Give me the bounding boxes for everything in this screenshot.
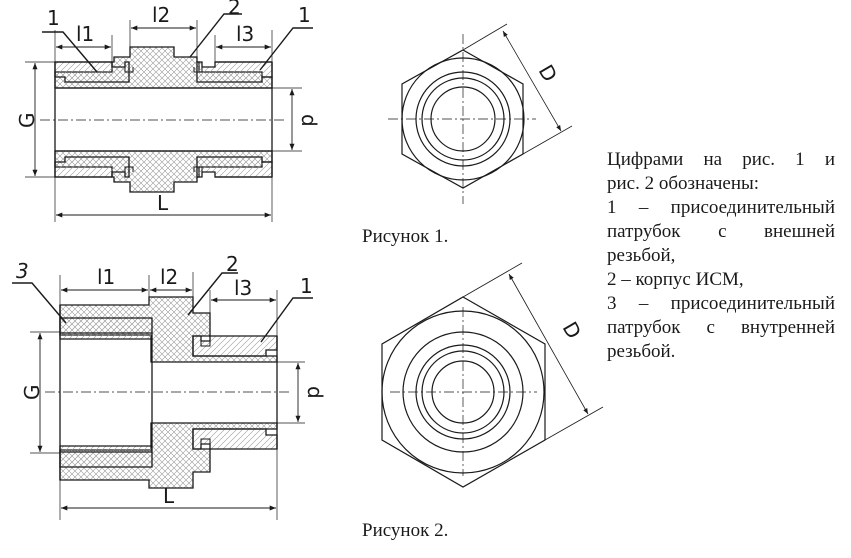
leader-1-right	[259, 27, 313, 71]
desc-line: 1 – присоединительный	[607, 197, 835, 218]
part3-top	[59, 317, 153, 340]
label2-G: G	[20, 385, 44, 401]
part1-left-bottom	[54, 156, 130, 178]
desc-line: рис. 2 обозначены:	[607, 173, 760, 194]
leader-1-left	[42, 31, 98, 73]
label2-l2: l2	[160, 265, 178, 289]
figure2-side-view	[12, 272, 313, 520]
label-l3: l3	[236, 22, 254, 46]
legend-description: Цифрами на рис. 1 и рис. 2 обозначены: 1…	[607, 148, 835, 364]
desc-line: 3 – присоединительный	[607, 293, 835, 314]
figure1-labels: 1 2 1 l1 l2 l3 L G d	[15, 0, 321, 215]
leader2-1	[260, 297, 313, 343]
part1-fig2-bottom	[192, 428, 278, 450]
figure1-caption: Рисунок 1.	[362, 226, 449, 247]
callout-1-right: 1	[298, 3, 311, 27]
desc-line: Цифрами на рис. 1 и	[607, 149, 835, 170]
leader2-2	[187, 272, 238, 316]
figure1-end-view	[388, 23, 573, 204]
desc-line: резьбой,	[607, 245, 676, 266]
dim2-D	[508, 273, 589, 415]
label-L: L	[157, 191, 169, 215]
label2-L: L	[163, 484, 175, 508]
leader-2	[189, 13, 242, 58]
part1-left-top	[54, 61, 130, 83]
figure1-side-view	[25, 13, 313, 222]
callout2-1: 1	[300, 274, 313, 298]
leader-3	[12, 282, 67, 324]
figure2-labels: 3 2 1 l1 l2 l3 L G d	[16, 252, 327, 508]
label-D2: D	[558, 318, 586, 343]
desc-line: патрубок с внутренней	[607, 317, 835, 338]
callout-2: 2	[228, 0, 241, 19]
part1-fig2-top	[192, 335, 278, 357]
desc-line: 2 – корпус ИСМ,	[607, 269, 744, 290]
part1-right-top	[196, 61, 273, 83]
part1-right-bottom	[196, 156, 273, 178]
callout-1-left: 1	[47, 6, 60, 30]
dim-D	[502, 30, 562, 132]
label2-d: d	[303, 386, 327, 399]
part3-bottom	[59, 445, 153, 468]
label-l1: l1	[76, 22, 94, 46]
label-D1: D	[534, 61, 562, 86]
label2-l1: l1	[97, 265, 115, 289]
figure2-end-view	[381, 262, 604, 488]
label-l2: l2	[152, 3, 170, 27]
desc-line: резьбой.	[607, 341, 676, 362]
callout-3: 3	[16, 259, 29, 283]
label2-l3: l3	[234, 276, 252, 300]
desc-line: патрубок с внешней	[607, 221, 835, 242]
label-G: G	[15, 113, 39, 129]
callout2-2: 2	[226, 252, 239, 276]
label-d: d	[297, 114, 321, 127]
figure2-caption: Рисунок 2.	[362, 520, 449, 541]
